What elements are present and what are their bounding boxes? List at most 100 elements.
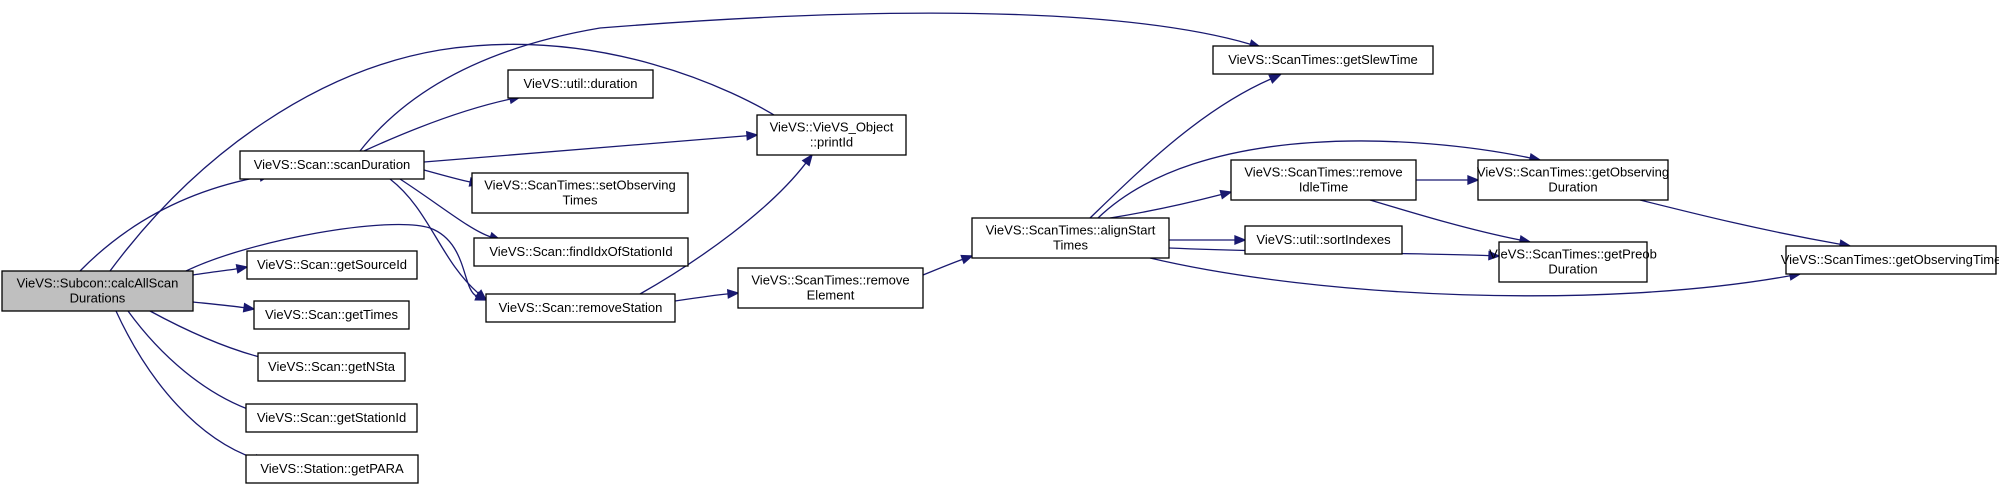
edge-line: [1639, 199, 1841, 245]
arrowhead: [726, 288, 740, 299]
node-getSlewTime[interactable]: VieVS::ScanTimes::getSlewTime: [1212, 45, 1434, 75]
node-getTimes[interactable]: VieVS::Scan::getTimes: [253, 300, 410, 330]
edge-line: [1089, 78, 1272, 219]
node-box[interactable]: [971, 217, 1170, 259]
edge-alignStart-to-sortIndexes: [1169, 235, 1247, 245]
node-label: VieVS::ScanTimes::getPreob: [1489, 247, 1657, 262]
edge-line: [1369, 199, 1521, 241]
arrowhead: [1219, 189, 1233, 200]
arrowhead: [474, 289, 488, 302]
edges-layer: [79, 12, 1852, 464]
node-getObsTime[interactable]: VieVS::ScanTimes::getObservingTime: [1781, 245, 1999, 275]
edge-removeElement-to-alignStart: [922, 254, 974, 276]
edge-line: [423, 135, 748, 163]
node-box[interactable]: [245, 403, 418, 433]
node-box[interactable]: [471, 172, 689, 214]
edge-line: [922, 258, 963, 276]
node-printId[interactable]: VieVS::VieVS_Object::printId: [756, 114, 907, 156]
node-getNSta[interactable]: VieVS::Scan::getNSta: [257, 352, 406, 382]
node-box[interactable]: [253, 300, 410, 330]
edge-line: [363, 98, 511, 152]
node-label: VieVS::ScanTimes::remove: [751, 273, 909, 288]
edge-calcAll-to-scanDuration: [79, 172, 272, 272]
edge-calcAll-to-getNSta: [149, 310, 273, 363]
edge-calcAll-to-getPARA: [115, 310, 267, 464]
node-getPARA[interactable]: VieVS::Station::getPARA: [245, 454, 419, 484]
node-box[interactable]: [239, 150, 425, 180]
node-getSourceId[interactable]: VieVS::Scan::getSourceId: [246, 250, 418, 280]
node-label: VieVS::Subcon::calcAllScan: [17, 276, 179, 291]
edge-line: [192, 268, 238, 276]
arrowhead: [1488, 250, 1501, 261]
node-box[interactable]: [1230, 159, 1417, 201]
node-label: VieVS::Scan::getStationId: [257, 410, 406, 425]
node-label: Durations: [70, 291, 126, 306]
node-box[interactable]: [1, 270, 194, 312]
arrowhead: [1234, 235, 1247, 245]
node-removeStation[interactable]: VieVS::Scan::removeStation: [485, 293, 676, 323]
edge-line: [1149, 257, 1791, 297]
node-label: VieVS::Scan::scanDuration: [254, 157, 411, 172]
node-utilDuration[interactable]: VieVS::util::duration: [507, 69, 654, 99]
node-box[interactable]: [473, 237, 689, 267]
edge-removeStation-to-printId: [639, 153, 814, 295]
node-label: Duration: [1548, 180, 1597, 195]
edge-calcAll-to-getStationId: [127, 310, 267, 417]
node-label: VieVS::ScanTimes::setObserving: [484, 178, 675, 193]
arrowhead: [1268, 74, 1282, 84]
node-getStationId[interactable]: VieVS::Scan::getStationId: [245, 403, 418, 433]
node-label: VieVS::Scan::getTimes: [265, 307, 398, 322]
node-label: VieVS::VieVS_Object: [770, 120, 894, 135]
edge-calcAll-to-getSourceId: [192, 263, 249, 276]
edge-line: [639, 162, 807, 295]
node-label: VieVS::ScanTimes::getObserving: [1477, 165, 1669, 180]
node-box[interactable]: [485, 293, 676, 323]
node-label: VieVS::util::sortIndexes: [1256, 232, 1391, 247]
node-box[interactable]: [246, 250, 418, 280]
arrowhead: [746, 130, 759, 141]
node-label: VieVS::ScanTimes::remove: [1244, 165, 1402, 180]
edge-line: [1097, 140, 1531, 219]
edge-line: [389, 178, 479, 294]
arrowhead: [242, 302, 256, 313]
arrowhead: [235, 263, 249, 274]
node-box[interactable]: [507, 69, 654, 99]
node-label: VieVS::Scan::getNSta: [268, 359, 396, 374]
node-label: VieVS::ScanTimes::alignStart: [986, 223, 1156, 238]
node-box[interactable]: [1477, 159, 1669, 201]
node-scanDuration[interactable]: VieVS::Scan::scanDuration: [239, 150, 425, 180]
node-box[interactable]: [257, 352, 406, 382]
node-box[interactable]: [245, 454, 419, 484]
edge-calcAll-to-printId: [109, 43, 792, 272]
node-box[interactable]: [1244, 225, 1403, 255]
node-box[interactable]: [1212, 45, 1434, 75]
node-box[interactable]: [737, 267, 924, 309]
node-label: VieVS::Scan::findIdxOfStationId: [489, 244, 672, 259]
node-box[interactable]: [1785, 245, 1997, 275]
node-label: VieVS::util::duration: [524, 76, 638, 91]
edge-scanDuration-to-printId: [423, 130, 759, 163]
edge-getObsDuration-to-getObsTime: [1639, 199, 1852, 250]
node-label: VieVS::ScanTimes::getSlewTime: [1228, 52, 1418, 67]
node-sortIndexes[interactable]: VieVS::util::sortIndexes: [1244, 225, 1403, 255]
node-label: Times: [1053, 238, 1088, 253]
edge-line: [115, 310, 256, 460]
node-box[interactable]: [756, 114, 907, 156]
edge-line: [185, 223, 478, 297]
node-label: VieVS::Station::getPARA: [260, 461, 404, 476]
edge-line: [423, 169, 471, 183]
node-findIdx[interactable]: VieVS::Scan::findIdxOfStationId: [473, 237, 689, 267]
node-box[interactable]: [1498, 241, 1648, 283]
edge-scanDuration-to-removeStation: [389, 178, 488, 302]
edge-line: [79, 176, 261, 272]
node-label: VieVS::ScanTimes::getObservingTime: [1781, 252, 1999, 267]
node-label: Duration: [1548, 262, 1597, 277]
